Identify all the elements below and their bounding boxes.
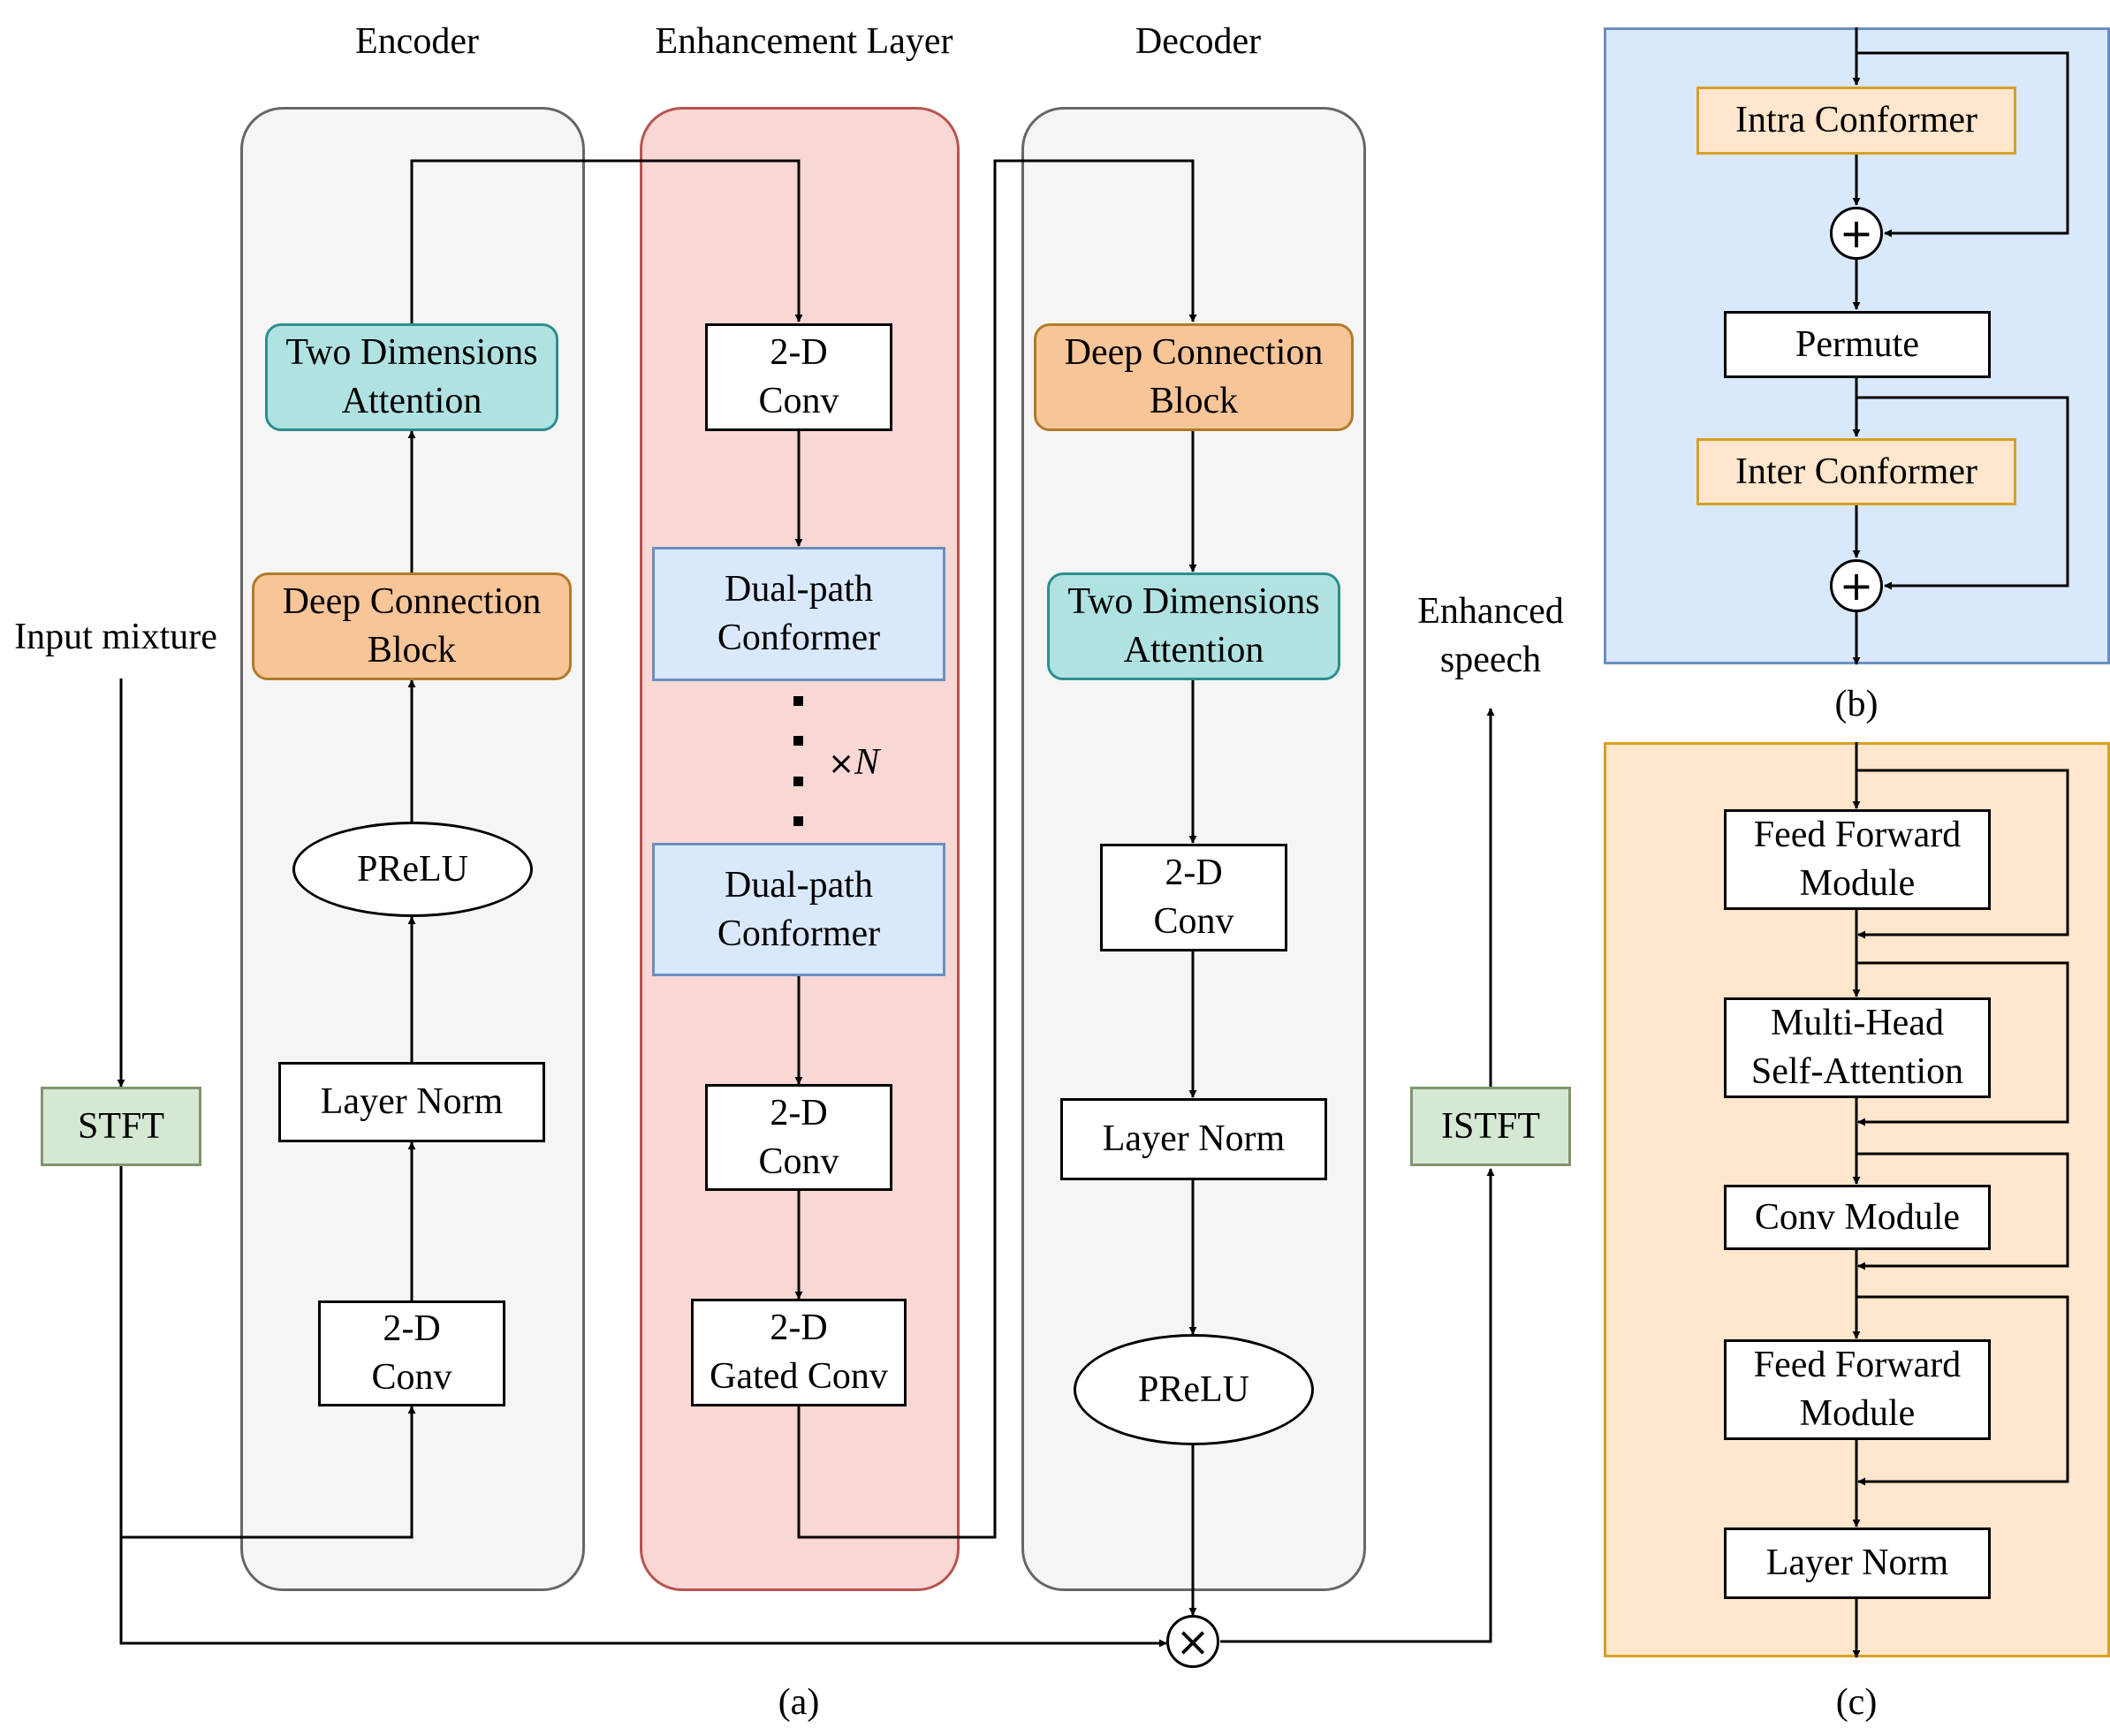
encoder-layer-norm-label: Layer Norm [320, 1081, 504, 1123]
decoder-deep-connection-block: Deep Connection Block [1034, 323, 1354, 431]
output-line1: Enhanced [1417, 591, 1564, 632]
enh-conv2-line1: 2-D [770, 1092, 828, 1133]
encoder-title: Encoder [355, 21, 479, 62]
ff2-line2: Module [1799, 1393, 1916, 1434]
edge-c-skip3 [1856, 1152, 2069, 1270]
stft-block: STFT [41, 1087, 201, 1166]
decoder-dcb-line1: Deep Connection [1064, 332, 1324, 374]
edge-enc-enh [410, 159, 803, 323]
intra-conformer: Intra Conformer [1696, 87, 2016, 155]
mhsa-line2: Self-Attention [1750, 1051, 1964, 1092]
add-operator-1: + [1830, 207, 1883, 260]
decoder-layer-norm: Layer Norm [1060, 1098, 1327, 1180]
conv-module-label: Conv Module [1754, 1196, 1961, 1238]
enhancement-gated-conv: 2-D Gated Conv [691, 1299, 907, 1406]
decoder-conv: 2-D Conv [1100, 844, 1287, 951]
caption-c: (c) [1835, 1682, 1878, 1723]
caption-b: (b) [1834, 684, 1879, 724]
encoder-dcb-line1: Deep Connection [282, 581, 542, 623]
enh-gated-line2: Gated Conv [710, 1356, 888, 1397]
add-operator-2: + [1830, 559, 1883, 612]
decoder-tda-line2: Attention [1123, 630, 1264, 671]
edge-b-skip2 [1856, 396, 2069, 590]
repeat-dot [793, 816, 803, 826]
edge-c-skip2 [1856, 961, 2069, 1126]
ff2-line1: Feed Forward [1753, 1345, 1962, 1386]
add-sign-1: + [1839, 209, 1874, 257]
decoder-layer-norm-label: Layer Norm [1102, 1118, 1286, 1160]
encoder-layer-norm: Layer Norm [278, 1062, 545, 1142]
encoder-dcb-line2: Block [367, 630, 457, 671]
edge-c-skip4 [1856, 1295, 2069, 1486]
encoder-conv-line2: Conv [371, 1357, 452, 1398]
dpc2-line1: Dual-path [725, 864, 873, 906]
feed-forward-module-2: Feed Forward Module [1724, 1339, 1991, 1440]
encoder-conv-line1: 2-D [383, 1308, 441, 1350]
decoder-tda-line1: Two Dimensions [1067, 581, 1320, 623]
edge-b-skip1 [1856, 51, 2069, 238]
repeat-dot [793, 777, 803, 786]
encoder-tda-line1: Two Dimensions [285, 332, 538, 374]
decoder-prelu: PReLU [1074, 1334, 1314, 1445]
dpc2-line2: Conformer [717, 913, 881, 954]
istft-block: ISTFT [1410, 1087, 1571, 1166]
enh-gated-line1: 2-D [770, 1308, 828, 1349]
repeat-dot [793, 736, 803, 746]
enhancement-title: Enhancement Layer [655, 21, 953, 62]
ff1-line2: Module [1799, 863, 1916, 904]
edge-stft-multiply [119, 1537, 1167, 1648]
encoder-prelu-label: PReLU [357, 848, 468, 890]
edge-mul-istft [1220, 1168, 1495, 1643]
input-label: Input mixture [14, 617, 217, 657]
enh-conv1-line2: Conv [758, 381, 839, 421]
output-line2: speech [1439, 639, 1542, 680]
conv-module: Conv Module [1724, 1185, 1991, 1250]
encoder-conv: 2-D Conv [318, 1300, 505, 1406]
repeat-label: ×N [828, 739, 879, 787]
dpc1-line1: Dual-path [725, 569, 873, 610]
panel-c-layer-norm: Layer Norm [1724, 1528, 1991, 1599]
dual-path-conformer-1: Dual-path Conformer [652, 547, 945, 681]
feed-forward-module-1: Feed Forward Module [1724, 809, 1991, 910]
decoder-title: Decoder [1135, 21, 1262, 62]
multiply-operator: × [1166, 1615, 1219, 1668]
intra-conformer-label: Intra Conformer [1734, 100, 1978, 141]
permute-label: Permute [1795, 323, 1919, 365]
multi-head-self-attention: Multi-Head Self-Attention [1724, 997, 1991, 1098]
multiply-sign: × [1175, 1618, 1211, 1665]
edge-c-skip1 [1856, 769, 2069, 939]
add-sign-2: + [1839, 562, 1874, 610]
mhsa-line1: Multi-Head [1771, 1003, 1944, 1044]
decoder-prelu-label: PReLU [1138, 1368, 1249, 1410]
encoder-two-dimensions-attention: Two Dimensions Attention [265, 323, 558, 431]
enhancement-conv-bottom: 2-D Conv [705, 1084, 892, 1191]
output-label: Enhanced speech [1385, 588, 1597, 684]
dual-path-conformer-2: Dual-path Conformer [652, 843, 945, 976]
decoder-dcb-line2: Block [1149, 381, 1239, 421]
inter-conformer: Inter Conformer [1696, 438, 2016, 505]
enh-conv2-line2: Conv [758, 1141, 839, 1182]
repeat-dot [793, 696, 803, 706]
enh-conv1-line1: 2-D [770, 332, 828, 374]
encoder-tda-line2: Attention [341, 381, 482, 421]
enhancement-conv-top: 2-D Conv [705, 323, 892, 431]
encoder-deep-connection-block: Deep Connection Block [252, 572, 572, 680]
inter-conformer-label: Inter Conformer [1734, 451, 1978, 492]
repeat-times: × [828, 746, 855, 782]
stft-label: STFT [77, 1105, 165, 1147]
panel-c-layer-norm-label: Layer Norm [1765, 1543, 1949, 1584]
edge-stft-encoder [119, 1166, 416, 1539]
caption-a: (a) [778, 1682, 820, 1723]
edge-enh-dec [797, 159, 1197, 1539]
decoder-two-dimensions-attention: Two Dimensions Attention [1047, 572, 1340, 680]
dpc1-line2: Conformer [717, 618, 881, 658]
permute-block: Permute [1724, 311, 1991, 378]
repeat-var: N [854, 742, 880, 783]
ff1-line1: Feed Forward [1753, 815, 1962, 856]
encoder-prelu: PReLU [292, 822, 533, 917]
decoder-conv-line1: 2-D [1165, 853, 1223, 894]
decoder-conv-line2: Conv [1153, 901, 1234, 942]
istft-label: ISTFT [1440, 1105, 1540, 1147]
